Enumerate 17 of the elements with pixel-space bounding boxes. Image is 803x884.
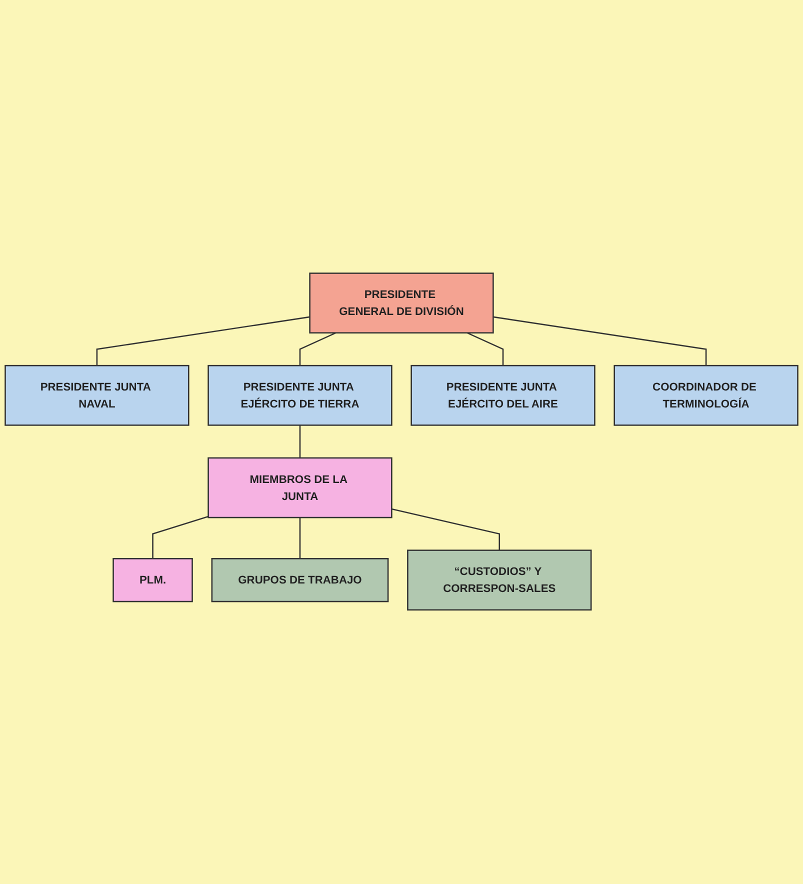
connector — [299, 518, 301, 560]
node-box: GRUPOS DE TRABAJO — [211, 558, 389, 603]
connector — [392, 508, 500, 551]
node-box: PRESIDENTE JUNTA NAVAL — [4, 365, 190, 426]
node-box: “CUSTODIOS” Y CORRESPON-SALES — [407, 550, 592, 611]
connector — [299, 332, 336, 366]
node-box: PLM. — [112, 558, 193, 603]
connector — [493, 316, 707, 366]
connector — [299, 426, 301, 458]
node-box: PRESIDENTE JUNTA EJÉRCITO DEL AIRE — [410, 365, 596, 426]
connector — [466, 332, 504, 366]
node-box: PRESIDENTE GENERAL DE DIVISIÓN — [309, 273, 494, 334]
connector — [96, 316, 310, 366]
node-box: COORDINADOR DE TERMINOLOGÍA — [614, 365, 798, 426]
node-box: MIEMBROS DE LA JUNTA — [208, 458, 392, 519]
node-box: PRESIDENTE JUNTA EJÉRCITO DE TIERRA — [208, 365, 392, 426]
connector — [152, 516, 208, 560]
